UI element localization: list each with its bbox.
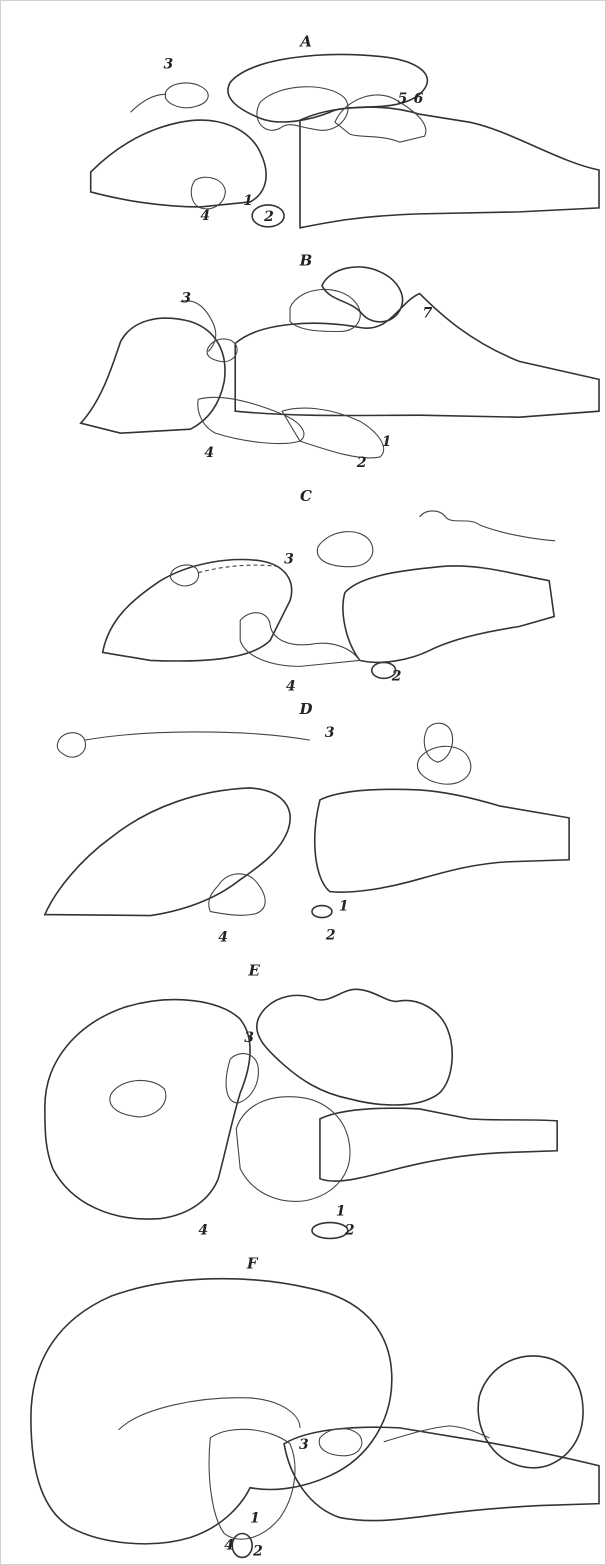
midbrain-region <box>236 1097 350 1202</box>
panel-letter: B <box>299 252 313 270</box>
label-4: 4 <box>198 1223 208 1239</box>
panel-letter: E <box>247 961 260 979</box>
hypophysis-region <box>240 613 360 667</box>
medulla-region <box>343 566 554 662</box>
panel-letter: A <box>298 32 312 50</box>
panel-e: E 3 4 1 2 <box>45 961 557 1238</box>
label-3: 3 <box>284 552 294 568</box>
forebrain-region <box>103 560 292 661</box>
label-2: 2 <box>344 1223 355 1239</box>
label-4: 4 <box>204 445 214 461</box>
label-1: 1 <box>336 1204 346 1220</box>
label-4: 4 <box>218 929 228 945</box>
label-1: 1 <box>339 899 349 915</box>
label-1: 1 <box>250 1511 260 1527</box>
label-6: 6 <box>414 91 424 107</box>
label-2: 2 <box>391 668 402 684</box>
midbrain-region <box>417 746 470 784</box>
label-4: 4 <box>286 678 296 694</box>
label-2: 2 <box>356 455 367 471</box>
pineal-stalk <box>165 83 208 108</box>
medulla-region <box>284 1427 599 1520</box>
label-3: 3 <box>299 1437 309 1453</box>
roof-line <box>85 732 310 740</box>
forebrain-region <box>45 788 290 916</box>
panel-c: C 3 4 2 <box>103 487 556 694</box>
forebrain-region <box>91 120 266 207</box>
corpus-callosum <box>119 1398 300 1430</box>
pineal-gland <box>57 733 85 757</box>
cerebellum-region <box>322 267 403 322</box>
label-2: 2 <box>252 1543 263 1559</box>
midbrain-region <box>317 532 372 567</box>
label-2: 2 <box>263 209 274 225</box>
cerebellum-region <box>424 723 452 762</box>
roof-line <box>131 94 166 112</box>
label-4: 4 <box>200 208 210 224</box>
medulla-region <box>300 107 599 228</box>
panel-d: D 3 1 4 2 <box>45 700 569 945</box>
panel-letter: C <box>300 487 312 505</box>
label-3: 3 <box>181 291 191 307</box>
label-1: 1 <box>243 193 253 209</box>
forebrain-region <box>45 1000 250 1219</box>
hypophysis-region <box>226 1054 258 1103</box>
midbrain-region <box>257 87 348 131</box>
forebrain-region <box>31 1279 392 1544</box>
panel-letter: D <box>299 700 313 718</box>
optic-chiasma-oval <box>312 1223 348 1239</box>
optic-chiasma-oval <box>312 906 332 918</box>
panel-b: B 3 7 4 1 2 <box>81 252 599 471</box>
label-1: 1 <box>382 434 392 450</box>
panel-f: F 3 1 4 2 <box>31 1254 599 1559</box>
panel-a: A 3 4 1 2 5 6 <box>91 32 599 227</box>
label-7: 7 <box>423 306 433 322</box>
hypophysis-region <box>191 177 225 209</box>
medulla-region <box>320 1108 557 1181</box>
forebrain-region <box>81 318 225 433</box>
inner-ventricle <box>110 1080 166 1116</box>
panel-letter: F <box>246 1254 259 1272</box>
label-3: 3 <box>325 725 335 741</box>
optic-chiasma-oval <box>232 1534 252 1558</box>
midbrain-region <box>319 1429 362 1456</box>
choroid-plexus <box>420 511 556 541</box>
cerebellum-region <box>257 989 452 1105</box>
medulla-region <box>315 789 569 892</box>
hindbrain-fold <box>335 95 426 142</box>
label-5: 5 <box>398 91 408 107</box>
label-4: 4 <box>224 1537 234 1553</box>
pineal-stalk <box>170 565 198 586</box>
roof-line <box>198 565 280 573</box>
label-3: 3 <box>163 56 173 72</box>
label-3: 3 <box>244 1030 254 1046</box>
label-2: 2 <box>325 927 336 943</box>
